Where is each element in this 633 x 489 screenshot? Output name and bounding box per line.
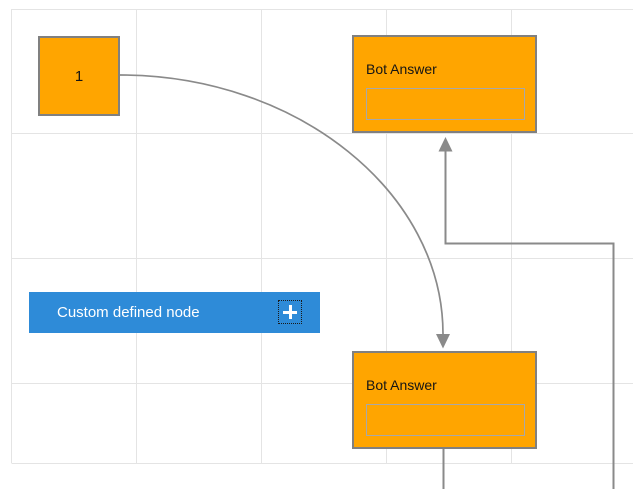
node-title: Bot Answer (366, 377, 437, 393)
node-1[interactable]: 1 (38, 36, 120, 116)
node-1-label: 1 (74, 67, 84, 85)
add-icon[interactable] (278, 300, 302, 324)
arrowhead-down-icon (436, 334, 450, 349)
connector-curve-node1-to-bot-bottom[interactable] (119, 74, 450, 349)
node-bot-answer-top[interactable]: Bot Answer (352, 35, 537, 133)
arrowhead-up-icon (438, 137, 453, 152)
node-title: Bot Answer (366, 61, 437, 77)
node-bot-answer-bottom[interactable]: Bot Answer (352, 351, 537, 449)
node-text-box[interactable] (366, 404, 525, 436)
custom-node-label: Custom defined node (57, 304, 200, 321)
node-custom-defined[interactable]: Custom defined node (29, 292, 320, 333)
connector-orthogonal-to-bot-top[interactable] (438, 137, 615, 489)
plus-bar-vertical (289, 305, 292, 319)
node-text-box[interactable] (366, 88, 525, 120)
